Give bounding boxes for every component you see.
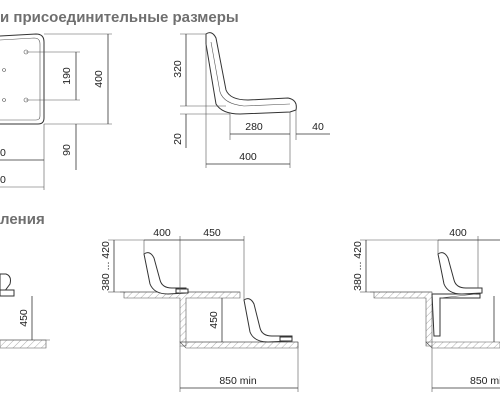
dim-450: 450: [18, 309, 30, 327]
right-seat: [437, 252, 483, 295]
side-seat-inner: [210, 41, 291, 107]
dimensions-heading: и присоединительные размеры: [0, 9, 239, 26]
left-seat: [0, 273, 11, 293]
dim-40: 40: [312, 121, 324, 133]
left-bracket: [0, 289, 15, 297]
upper-seat: [143, 252, 187, 295]
dim-width-a: 0: [0, 147, 6, 159]
dim-850: 850 mi: [470, 375, 500, 387]
front-seat-inner: [0, 37, 41, 121]
mount-right: 400 380 ... 420 850 mi: [352, 227, 500, 392]
dim-450-top: 450: [203, 227, 221, 239]
lower-seat: [243, 298, 293, 343]
upper-bracket: [175, 288, 189, 294]
dim-20: 20: [172, 133, 184, 145]
dim-380-420: 380 ... 420: [100, 241, 112, 291]
left-floor: [0, 339, 47, 349]
right-floor: [425, 341, 500, 349]
lower-bracket: [279, 336, 293, 342]
dim-90: 90: [61, 144, 73, 156]
bracket-brace: [439, 293, 477, 299]
dim-400: 400: [449, 227, 467, 239]
dim-190: 190: [61, 67, 73, 85]
upper-step: [123, 291, 241, 347]
dim-400: 400: [93, 70, 105, 88]
right-bracket: [431, 293, 481, 337]
front-view: 190 400 90 0 0: [0, 33, 112, 190]
side-view: 320 20 280 40 400: [172, 32, 330, 168]
dim-850: 850 min: [219, 375, 257, 387]
mount-middle: 400 450 380 ... 420 450 850 min: [100, 227, 299, 392]
dim-380-420: 380 ... 420: [352, 241, 364, 291]
dim-width-b: 0: [0, 174, 6, 186]
dim-320: 320: [172, 60, 184, 78]
mount-hole: [2, 68, 6, 72]
lower-step: [179, 341, 299, 349]
mount-hole: [2, 98, 6, 102]
side-seat-outline: [205, 32, 297, 115]
mount-left: 450: [0, 273, 50, 349]
dim-400: 400: [239, 151, 257, 163]
dim-400: 400: [153, 227, 171, 239]
mounting-heading: ления: [0, 211, 45, 228]
dim-280: 280: [245, 121, 263, 133]
dim-450-side: 450: [208, 311, 220, 329]
front-seat-outline: [0, 33, 45, 125]
right-step: [373, 291, 433, 347]
